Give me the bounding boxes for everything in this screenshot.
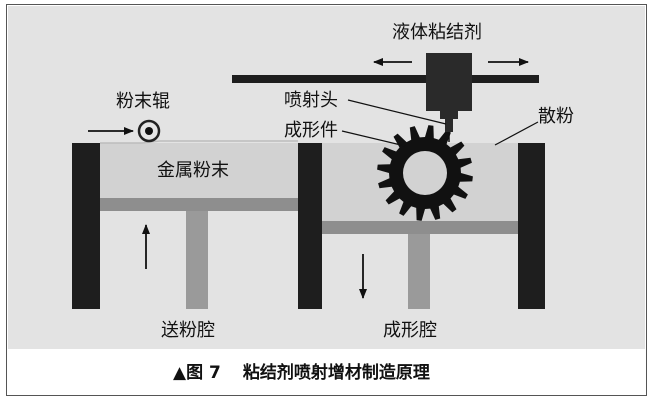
build-piston-plate xyxy=(322,221,518,234)
powder-roller-hub xyxy=(145,127,153,135)
feed-piston-rod xyxy=(186,211,208,309)
nozzle-leader xyxy=(347,99,447,125)
left-wall xyxy=(72,143,100,309)
scatter-label: 散粉 xyxy=(538,106,574,127)
print-head-neck xyxy=(440,111,458,119)
feed-powder-bed xyxy=(100,143,298,198)
caption-figure-number: 图 7 xyxy=(186,363,221,383)
gear-center-hole xyxy=(403,151,447,195)
binder-label: 液体粘结剂 xyxy=(392,22,482,43)
caption-marker: ▲ xyxy=(173,363,187,383)
nozzle-tip xyxy=(445,119,453,132)
right-wall xyxy=(518,143,545,309)
powder-surface xyxy=(100,140,298,144)
roller-label: 粉末辊 xyxy=(116,91,170,112)
scatter-leader xyxy=(494,121,539,146)
formed-part-gear xyxy=(377,125,473,221)
caption-title: 粘结剂喷射增材制造原理 xyxy=(242,363,430,383)
figure-caption: ▲图 7 粘结剂喷射增材制造原理 xyxy=(173,358,430,383)
gantry-rail xyxy=(232,75,539,83)
part-leader xyxy=(341,130,406,147)
build-chamber-label: 成形腔 xyxy=(383,320,437,341)
feed-chamber-label: 送粉腔 xyxy=(161,320,215,341)
print-head-body xyxy=(426,53,472,111)
middle-wall xyxy=(298,143,322,309)
nozzle-label: 喷射头 xyxy=(284,90,338,111)
part-label: 成形件 xyxy=(284,120,338,141)
feed-piston-plate xyxy=(100,198,298,211)
build-piston-rod xyxy=(408,234,430,309)
metal-powder-label: 金属粉末 xyxy=(157,160,229,181)
